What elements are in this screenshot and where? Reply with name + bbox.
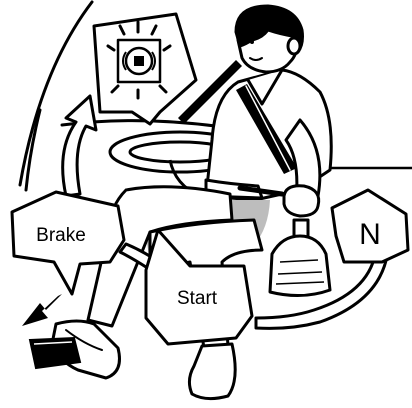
driver-hand: [284, 186, 319, 216]
gear-callout: N: [332, 190, 408, 262]
driver: [206, 6, 331, 216]
shift-boot: [270, 236, 330, 296]
warning-lamp-callout: [94, 14, 196, 124]
arrow-brake-to-lamp: [63, 96, 96, 196]
brake-press-arrow: [22, 294, 62, 326]
start-label: Start: [177, 288, 218, 309]
right-shoe: [189, 344, 235, 399]
brake-label: Brake: [36, 225, 86, 246]
gear-label: N: [359, 218, 381, 251]
shift-lever: [270, 220, 330, 296]
